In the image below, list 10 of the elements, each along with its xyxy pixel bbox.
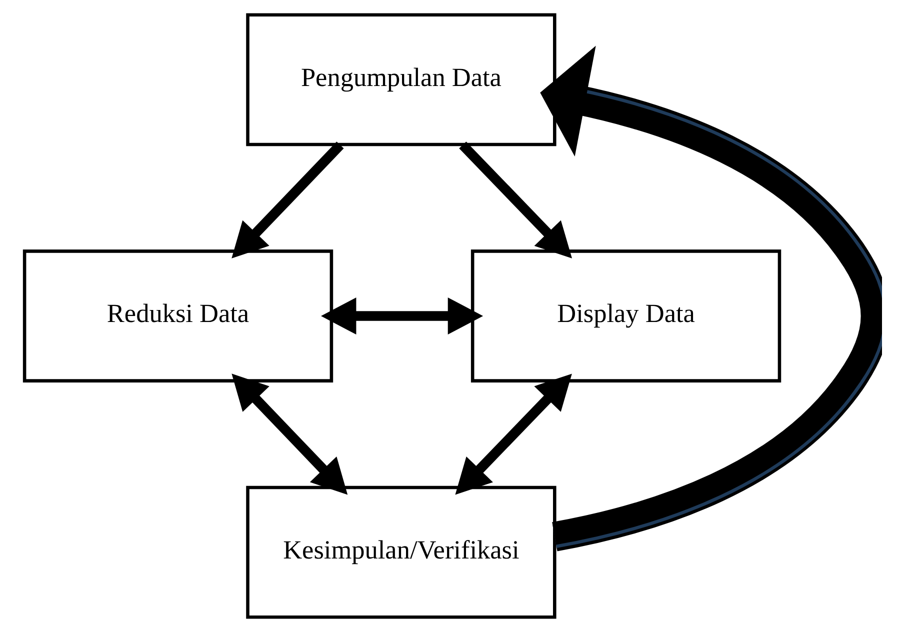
node-box: Kesimpulan/Verifikasi	[246, 486, 556, 619]
arrow	[540, 46, 882, 552]
arrow	[321, 298, 484, 334]
node-box: Pengumpulan Data	[246, 13, 556, 146]
node-box: Display Data	[470, 250, 782, 382]
arrow	[232, 142, 344, 258]
arrow	[455, 374, 572, 495]
node-box: Reduksi Data	[22, 250, 334, 382]
arrow	[459, 142, 572, 258]
arrow	[232, 374, 348, 495]
